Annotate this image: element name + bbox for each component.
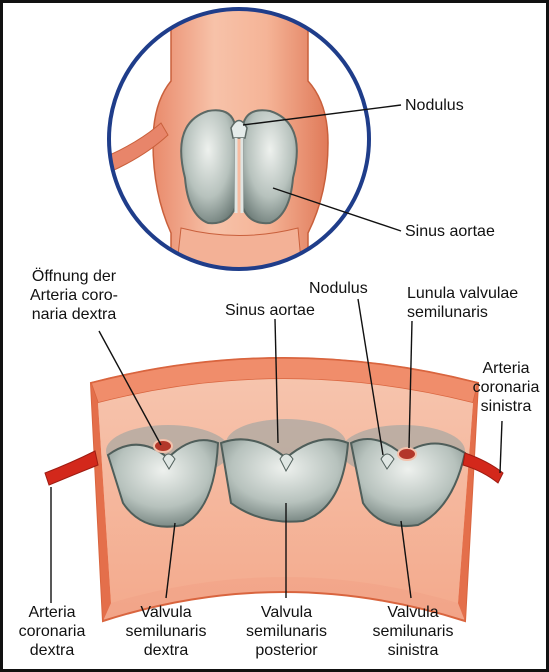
label-arteria-coronaria-dextra: Arteria coronaria dextra (3, 603, 101, 660)
label-valvula-semilunaris-sinistra: Valvula semilunaris sinistra (358, 603, 468, 660)
label-valvula-semilunaris-dextra: Valvula semilunaris dextra (111, 603, 221, 660)
aortic-valve-illustration (3, 3, 549, 672)
label-nodulus-top: Nodulus (405, 96, 464, 115)
label-arteria-coronaria-sinistra: Arteria coronaria sinistra (463, 359, 549, 416)
label-oeffnung-arteria-coronaria-dextra: Öffnung der Arteria coro- naria dextra (9, 267, 139, 324)
ostium-sinistra (398, 448, 416, 460)
ostium-dextra (154, 440, 172, 452)
label-sinus-aortae-mid: Sinus aortae (225, 301, 315, 320)
label-valvula-semilunaris-posterior: Valvula semilunaris posterior (229, 603, 344, 660)
opened-aorta (45, 358, 503, 621)
label-lunula-valvulae: Lunula valvulae semilunaris (407, 284, 518, 322)
label-sinus-aortae-top: Sinus aortae (405, 222, 495, 241)
circle-inset (103, 3, 383, 283)
label-nodulus-mid: Nodulus (309, 279, 368, 298)
arteria-coronaria-dextra-shape (45, 451, 98, 485)
